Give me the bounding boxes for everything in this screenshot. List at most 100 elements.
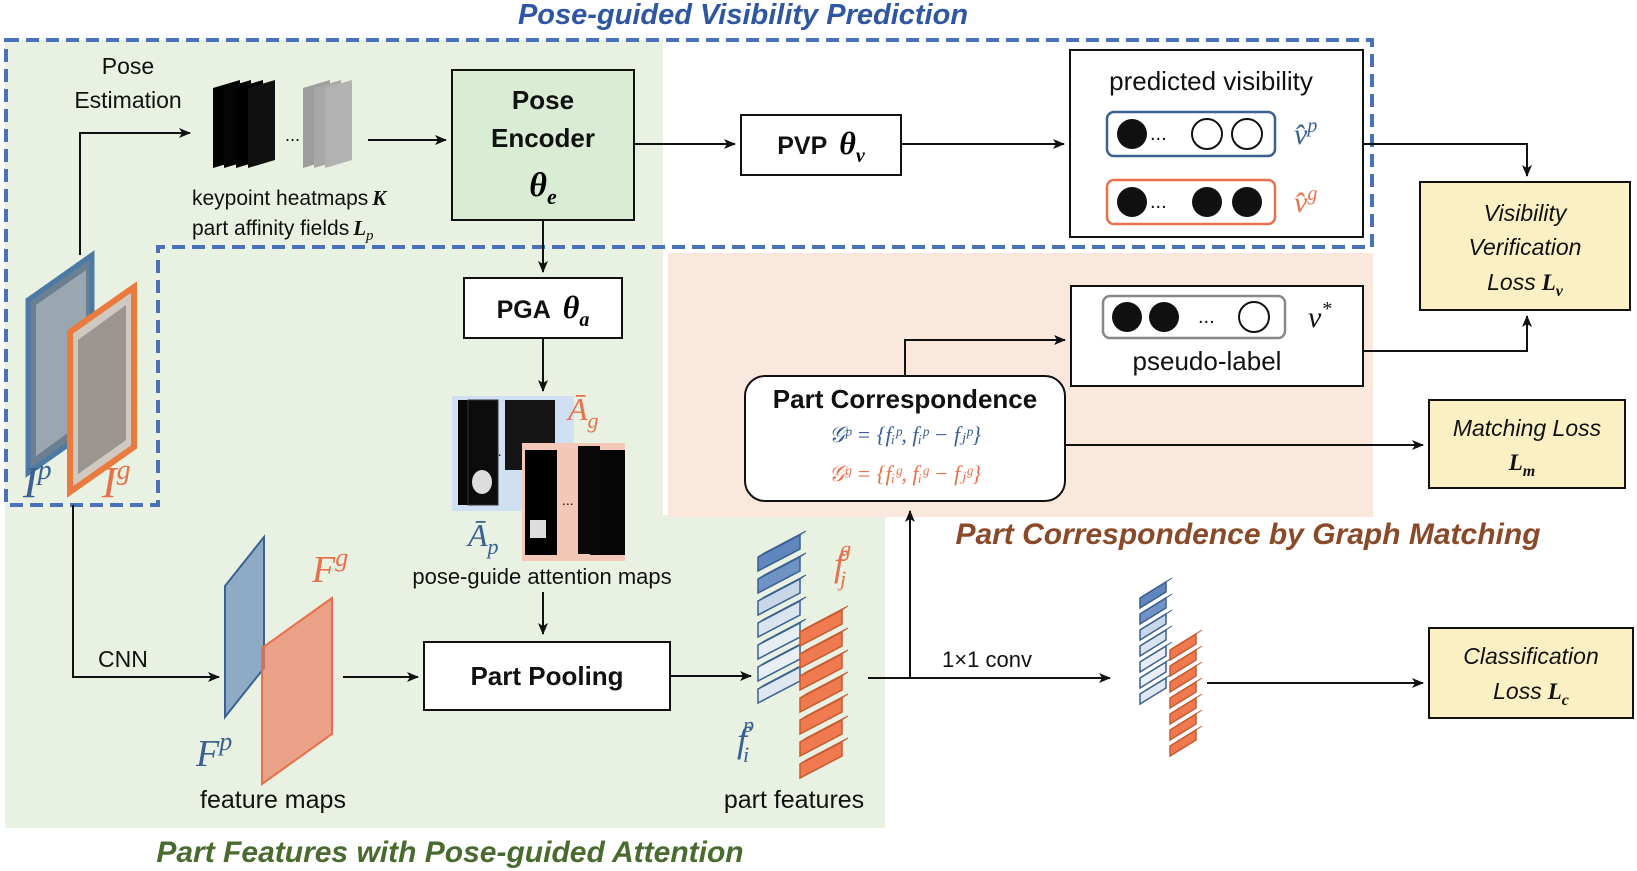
probe-feature-symbol: Fp [195, 727, 232, 775]
gallery-part-feature-edge [799, 649, 849, 677]
cnn-label: CNN [98, 646, 148, 672]
probe-part-feature-edge [757, 552, 807, 580]
keypoint-heatmaps [213, 80, 352, 168]
pseudo-label-symbol: v* [1308, 298, 1331, 334]
part-features-stack [757, 530, 849, 780]
gallery-part-feature-edge [799, 693, 849, 721]
pseudo-label-text: pseudo-label [1133, 346, 1282, 376]
probe-graph-formula: 𝒢ᵖ = {fᵢᵖ, fᵢᵖ − fⱼᵖ} [829, 422, 981, 447]
attention-maps-label: pose-guide attention maps [412, 564, 671, 589]
pose-encoder-label-2: Encoder [491, 123, 595, 153]
visibility-loss-label-2: Verification [1469, 234, 1582, 260]
gallery-visibility-symbol: v̂g [1294, 183, 1317, 219]
probe-visibility-symbol: v̂p [1294, 115, 1317, 151]
part-correspondence-label: Part Correspondence [773, 384, 1037, 414]
gallery-part-feature-edge [1169, 709, 1203, 731]
pose-estimation-arrow [79, 128, 191, 255]
visibility-dot-filled [1192, 187, 1222, 217]
probe-part-feature-edge [757, 596, 807, 624]
visibility-dot-filled [1117, 187, 1147, 217]
gallery-image-symbol: Ig [101, 455, 131, 507]
part-pooling-label: Part Pooling [470, 661, 623, 691]
classification-loss-box [1428, 627, 1634, 719]
gallery-attention-symbol: Āg [566, 391, 599, 433]
gallery-part-feature-edge [1169, 725, 1203, 747]
probe-attention-symbol: Āp [466, 517, 499, 559]
predicted-visibility-label: predicted visibility [1109, 66, 1313, 96]
correspondence-to-pseudo-label-arrow [904, 335, 1066, 376]
visibility-dot-empty [1231, 118, 1263, 150]
gallery-part-feature-edge [1169, 629, 1203, 651]
gallery-part-feature-edge [1169, 645, 1203, 667]
part-features-title: Part Features with Pose-guided Attention [156, 836, 743, 869]
gallery-part-feature-edge [799, 671, 849, 699]
probe-part-feature-edge [1139, 609, 1173, 631]
gallery-part-feature-edge [1169, 677, 1203, 699]
attention-maps [452, 396, 625, 561]
pose-encoder-theta: θe [529, 167, 557, 209]
gallery-part-feature-edge [799, 627, 849, 655]
visibility-loss-label-1: Visibility [1484, 200, 1568, 226]
probe-part-feature-edge [757, 618, 807, 646]
pseudo-dot-filled [1112, 302, 1142, 332]
probe-part-symbol: fip [737, 712, 754, 767]
pseudo-dot-empty [1238, 301, 1270, 333]
visibility-ellipsis: ... [1150, 123, 1167, 145]
pose-estimation-label-1: Pose [102, 53, 154, 79]
gallery-feature-symbol: Fg [311, 543, 348, 591]
pose-encoder-label-1: Pose [512, 85, 574, 115]
gallery-part-feature-edge [799, 605, 849, 633]
reduced-features-stack [1139, 577, 1203, 758]
heatmaps-ellipsis: ... [285, 125, 300, 145]
probe-part-feature-edge [1139, 625, 1173, 647]
attention-ellipsis: ... [490, 443, 502, 459]
visibility-dot-filled [1117, 119, 1147, 149]
gallery-part-feature-edge [799, 715, 849, 743]
gallery-feature-map [261, 596, 333, 786]
visibility-prediction-outline [4, 38, 1374, 507]
visibility-dot-empty [1191, 118, 1223, 150]
pseudo-label-to-loss-arrow [1363, 315, 1532, 352]
pseudo-label-vector [1101, 294, 1287, 340]
attention-ellipsis: ... [562, 492, 574, 508]
visibility-prediction-title: Pose-guided Visibility Prediction [518, 0, 968, 31]
gallery-part-feature-edge [799, 737, 849, 765]
visibility-to-loss-arrow [1363, 143, 1532, 177]
gallery-graph-formula: 𝒢ᵍ = {fᵢᵍ, fᵢᵍ − fⱼᵍ} [829, 461, 981, 486]
pose-encoder-box [451, 69, 635, 221]
conv-label: 1×1 conv [942, 647, 1032, 672]
probe-part-feature-edge [1139, 593, 1173, 615]
visibility-dot-filled [1232, 187, 1262, 217]
matching-loss-symbol: Lm [1508, 450, 1536, 480]
part-pooling-box [423, 641, 671, 711]
gallery-part-feature-edge [1169, 661, 1203, 683]
pseudo-ellipsis: ... [1198, 306, 1215, 328]
pseudo-dot-filled [1149, 302, 1179, 332]
cnn-arrow [72, 505, 220, 682]
visibility-ellipsis: ... [1150, 191, 1167, 213]
gallery-image-content [78, 305, 126, 474]
probe-part-feature-edge [757, 530, 807, 558]
classification-loss-label-1: Classification [1463, 643, 1599, 669]
probe-part-feature-edge [1139, 641, 1173, 663]
matching-loss-box [1428, 399, 1626, 489]
gallery-visibility-vector [1105, 178, 1277, 226]
pose-estimation-label-2: Estimation [74, 87, 181, 113]
probe-part-feature-edge [757, 574, 807, 602]
matching-loss-label: Matching Loss [1453, 415, 1602, 441]
part-features-label: part features [724, 786, 864, 814]
gallery-part-feature-edge [1169, 693, 1203, 715]
pga-box [463, 277, 623, 339]
probe-image-symbol: Ip [22, 455, 52, 507]
probe-part-feature-edge [1139, 577, 1173, 599]
feature-maps-label: feature maps [200, 786, 346, 814]
correspondence-title: Part Correspondence by Graph Matching [955, 518, 1540, 551]
gallery-part-symbol: fjg [834, 536, 851, 591]
